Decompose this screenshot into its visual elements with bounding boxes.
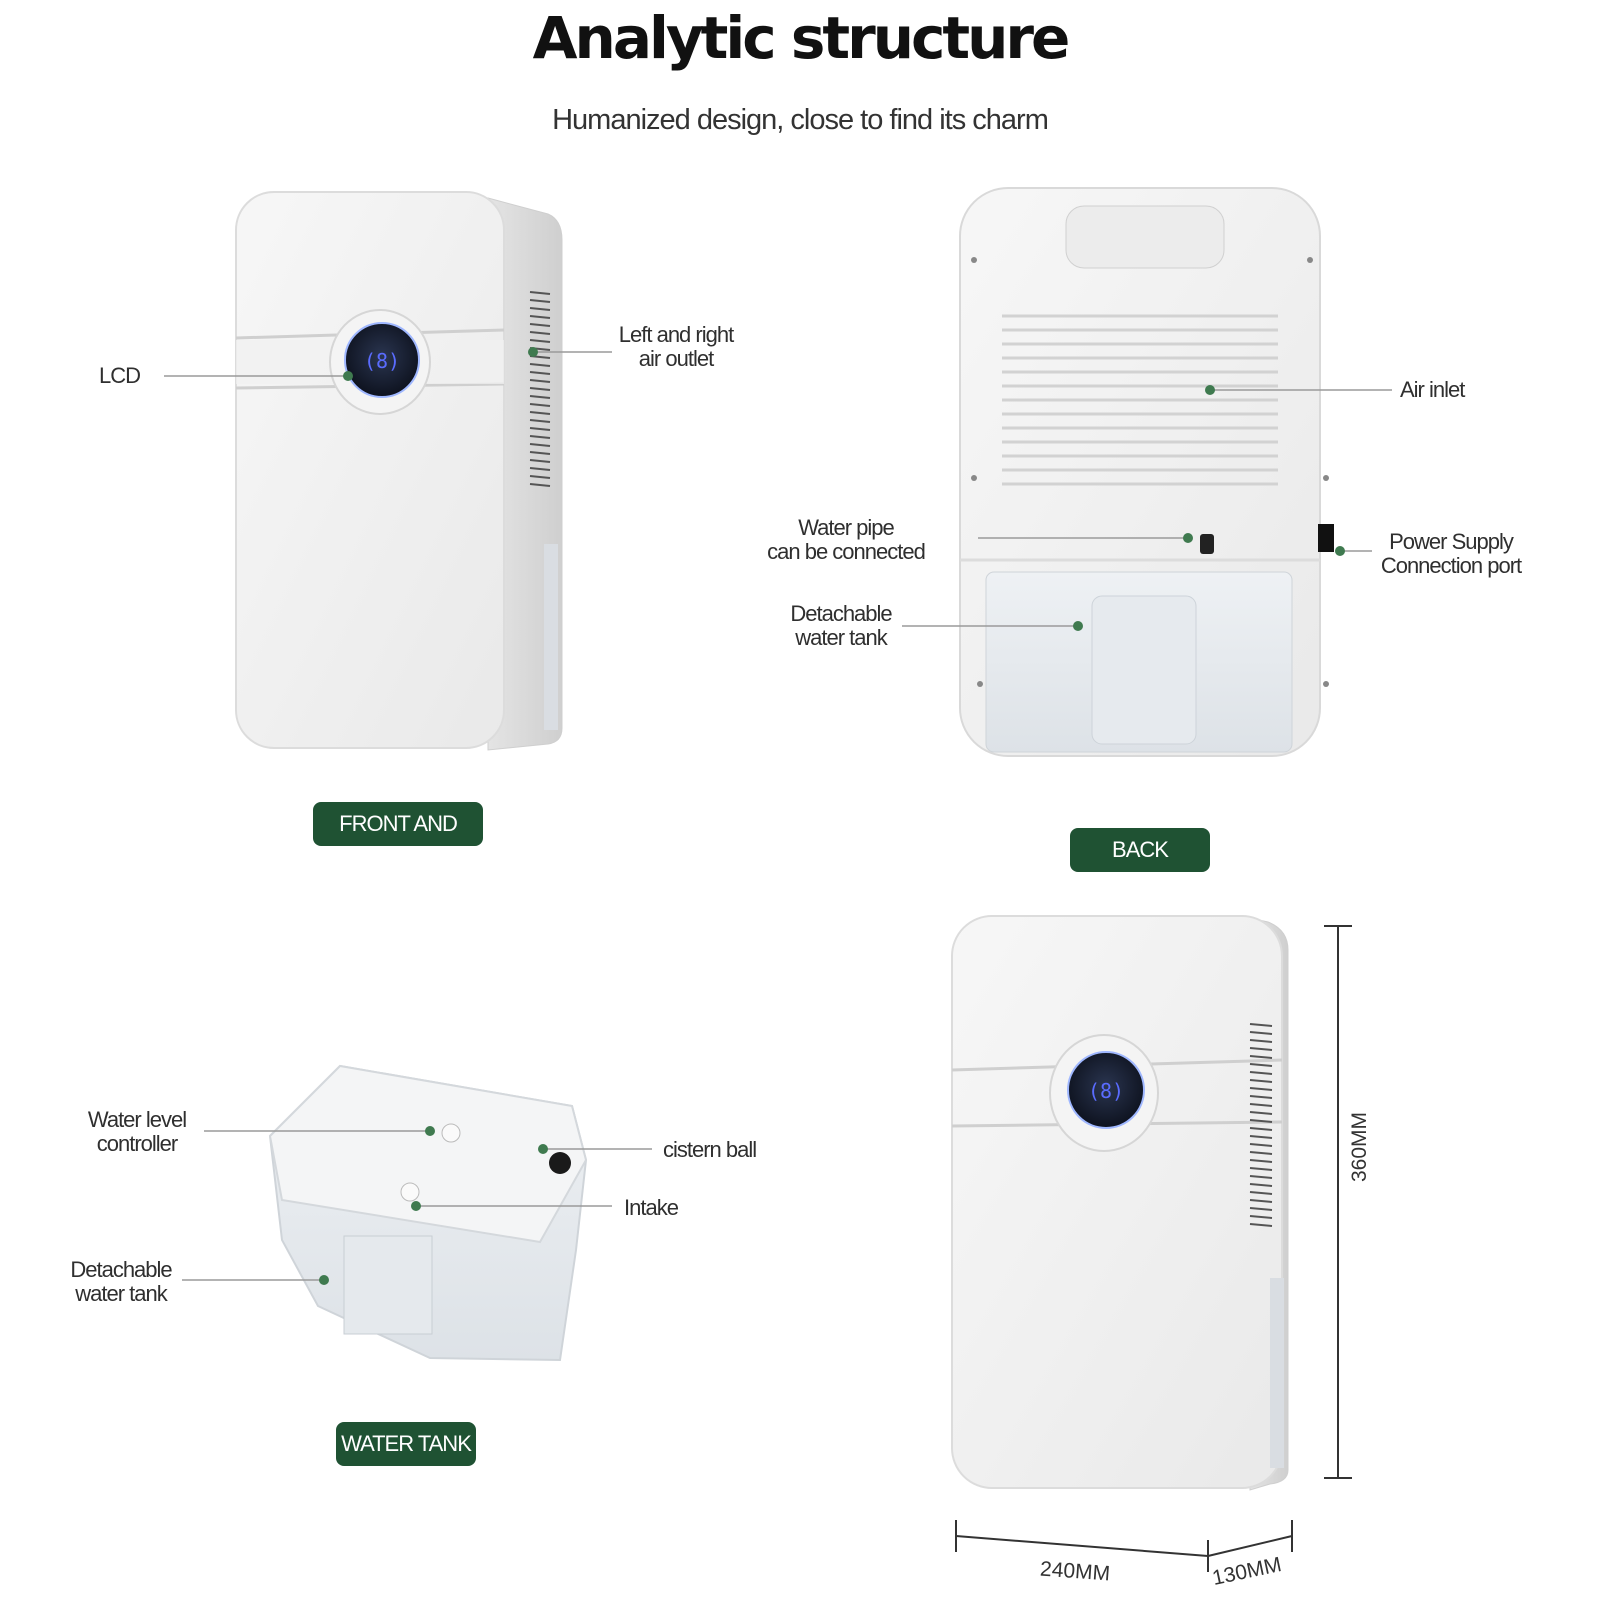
tank-callouts xyxy=(182,1130,652,1281)
outlet-callout-dot xyxy=(528,347,538,357)
water-pipe-label: Water pipe can be connected xyxy=(756,516,936,564)
tank-detach-label-line1: Detachable xyxy=(70,1257,172,1282)
svg-text:(8): (8) xyxy=(364,349,400,373)
back-tank-label: Detachable water tank xyxy=(776,602,906,650)
intake-callout-dot xyxy=(411,1201,421,1211)
front-and-side-badge: FRONT AND SIDE xyxy=(313,802,483,880)
width-dimension-label: 240MM xyxy=(1039,1557,1111,1586)
intake-label: Intake xyxy=(624,1195,679,1220)
front-callouts xyxy=(164,351,612,377)
air-outlet-label: Left and right air outlet xyxy=(606,323,746,371)
cistern-ball-callout-dot xyxy=(538,1144,548,1154)
water-level-label: Water level controller xyxy=(72,1108,202,1156)
back-badge: BACK xyxy=(1070,828,1210,872)
cistern-ball-label: cistern ball xyxy=(663,1137,757,1162)
back-unit xyxy=(959,187,1334,757)
air-inlet-label: Air inlet xyxy=(1400,377,1465,402)
air-outlet-label-line1: Left and right xyxy=(618,322,734,347)
page-subtitle: Humanized design, close to find its char… xyxy=(552,104,1049,136)
lcd-label: LCD xyxy=(99,363,141,388)
tank-detach-label: Detachable water tank xyxy=(56,1258,186,1306)
power-port-label-line1: Power Supply xyxy=(1389,529,1514,554)
water-level-label-line1: Water level xyxy=(87,1107,187,1132)
page-title: Analytic structure xyxy=(532,4,1071,72)
back-tank-label-line1: Detachable xyxy=(790,601,892,626)
power-port-label-line2: Connection port xyxy=(1380,553,1522,578)
lcd-callout-dot xyxy=(343,371,353,381)
water-level-label-line2: controller xyxy=(96,1131,178,1156)
tank-callout-dot xyxy=(319,1275,329,1285)
dimension-lines xyxy=(955,925,1352,1572)
height-dimension-label: 360MM xyxy=(1348,1111,1371,1182)
air-inlet-callout-dot xyxy=(1205,385,1215,395)
dimension-unit: (8) xyxy=(951,915,1289,1491)
power-port-label: Power Supply Connection port xyxy=(1376,530,1526,578)
water-pipe-callout-dot xyxy=(1183,533,1193,543)
water-pipe-label-line2: can be connected xyxy=(767,539,926,564)
front-side-unit: (8) xyxy=(235,191,563,751)
tank-detach-label-line2: water tank xyxy=(75,1281,168,1306)
back-tank-callout-dot xyxy=(1073,621,1083,631)
air-outlet-label-line2: air outlet xyxy=(638,346,714,371)
back-callouts xyxy=(902,389,1392,627)
water-tank-badge: WATER TANK xyxy=(336,1422,476,1466)
level-controller-callout-dot xyxy=(425,1126,435,1136)
water-tank-unit xyxy=(268,1064,588,1362)
power-callout-dot xyxy=(1335,546,1345,556)
back-tank-label-line2: water tank xyxy=(795,625,888,650)
water-pipe-label-line1: Water pipe xyxy=(798,515,895,540)
svg-text:(8): (8) xyxy=(1088,1079,1124,1103)
